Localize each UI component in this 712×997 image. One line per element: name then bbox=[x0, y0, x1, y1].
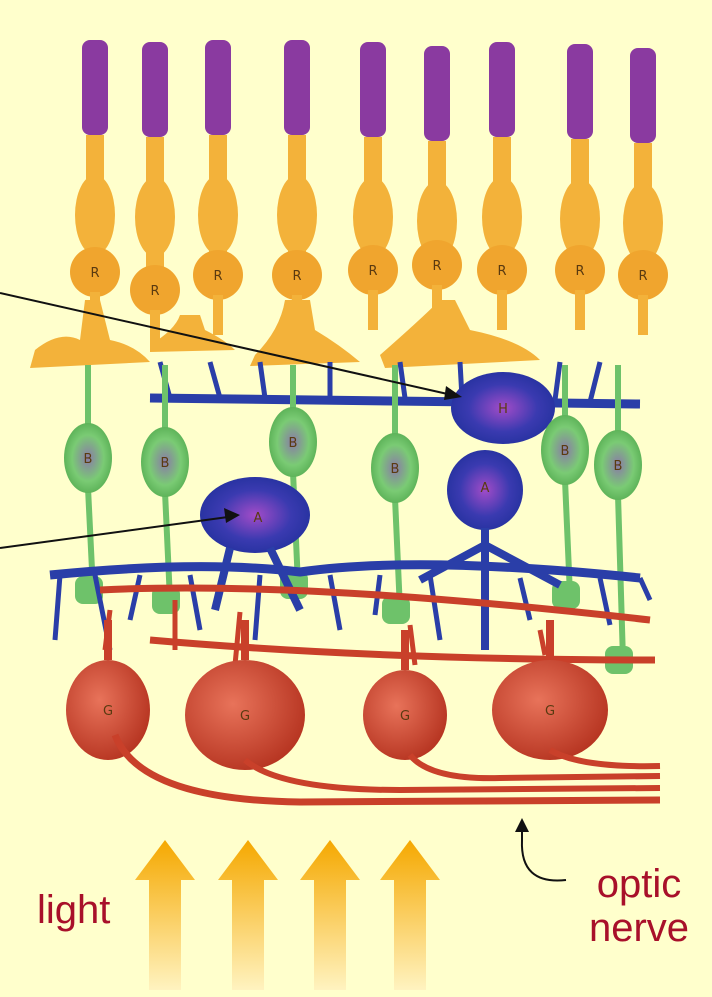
photoreceptor-pedicle bbox=[250, 300, 360, 366]
photoreceptor-cell: R bbox=[130, 42, 180, 350]
photoreceptor-letter: R bbox=[213, 269, 222, 284]
outer-segment bbox=[630, 48, 656, 143]
ganglion-letter: G bbox=[545, 704, 555, 719]
photoreceptor-axon bbox=[368, 290, 378, 330]
light-label: light bbox=[37, 888, 110, 932]
outer-segment bbox=[424, 46, 450, 141]
photoreceptor-cell: R bbox=[70, 40, 120, 332]
photoreceptor-letter: R bbox=[150, 284, 159, 299]
photoreceptor-axon bbox=[575, 290, 585, 330]
optic-nerve-pointer bbox=[515, 818, 566, 881]
photoreceptor-letter: R bbox=[90, 266, 99, 281]
photoreceptor-axon bbox=[638, 295, 648, 335]
ganglion-cell: G bbox=[66, 620, 150, 760]
photoreceptor-axon bbox=[150, 310, 160, 350]
outer-segment bbox=[205, 40, 231, 135]
light-arrow bbox=[218, 840, 278, 990]
bipolar-letter: B bbox=[561, 444, 570, 459]
inner-segment-ellipsoid bbox=[75, 175, 115, 255]
optic-nerve-label-line1: optic bbox=[574, 862, 704, 906]
photoreceptor-cell: R bbox=[193, 40, 243, 335]
ganglion-letter: G bbox=[103, 704, 113, 719]
inner-segment-ellipsoid bbox=[198, 175, 238, 255]
bipolar-letter: B bbox=[161, 456, 170, 471]
inner-segment-ellipsoid bbox=[277, 175, 317, 255]
horizontal-cell-letter: H bbox=[498, 402, 508, 417]
photoreceptor-letter: R bbox=[638, 269, 647, 284]
optic-nerve-label: optic nerve bbox=[574, 862, 704, 950]
photoreceptor-axon bbox=[497, 290, 507, 330]
inner-plexiform-layer bbox=[50, 565, 655, 665]
light-arrow bbox=[135, 840, 195, 990]
pointer-line-amacrine bbox=[0, 517, 228, 548]
outer-segment bbox=[82, 40, 108, 135]
amacrine-cell-letter: A bbox=[481, 481, 490, 496]
photoreceptor-cell: R bbox=[272, 40, 322, 335]
photoreceptor-cell: R bbox=[618, 48, 668, 335]
photoreceptor-letter: R bbox=[368, 264, 377, 279]
photoreceptor-pedicle bbox=[380, 300, 540, 368]
ganglion-letter: G bbox=[400, 709, 410, 724]
outer-segment bbox=[142, 42, 168, 137]
light-arrows bbox=[135, 840, 440, 990]
photoreceptor-cell: R bbox=[412, 46, 462, 325]
outer-segment bbox=[284, 40, 310, 135]
outer-segment bbox=[489, 42, 515, 137]
optic-nerve-label-line2: nerve bbox=[574, 906, 704, 950]
bipolar-cell: B bbox=[594, 365, 642, 674]
photoreceptor-axon bbox=[432, 285, 442, 325]
bipolar-letter: B bbox=[289, 436, 298, 451]
photoreceptor-axon bbox=[292, 295, 302, 335]
bipolar-letter: B bbox=[614, 459, 623, 474]
inner-segment-ellipsoid bbox=[135, 177, 175, 257]
ganglion-cell: G bbox=[492, 620, 608, 760]
ganglion-letter: G bbox=[240, 709, 250, 724]
bipolar-letter: B bbox=[391, 462, 400, 477]
photoreceptor-letter: R bbox=[575, 264, 584, 279]
photoreceptor-axon bbox=[90, 292, 100, 332]
photoreceptor-letter: R bbox=[497, 264, 506, 279]
photoreceptor-cell: R bbox=[477, 42, 527, 330]
amacrine-cell-letter: A bbox=[254, 511, 263, 526]
bipolar-letter: B bbox=[84, 452, 93, 467]
photoreceptor-axon bbox=[213, 295, 223, 335]
light-arrow bbox=[300, 840, 360, 990]
outer-segment bbox=[360, 42, 386, 137]
outer-segment bbox=[567, 44, 593, 139]
ganglion-cell: G bbox=[363, 630, 447, 760]
photoreceptor-cell: R bbox=[348, 42, 398, 330]
photoreceptor-letter: R bbox=[432, 259, 441, 274]
light-arrow bbox=[380, 840, 440, 990]
photoreceptor-letter: R bbox=[292, 269, 301, 284]
photoreceptor-cell: R bbox=[555, 44, 605, 330]
